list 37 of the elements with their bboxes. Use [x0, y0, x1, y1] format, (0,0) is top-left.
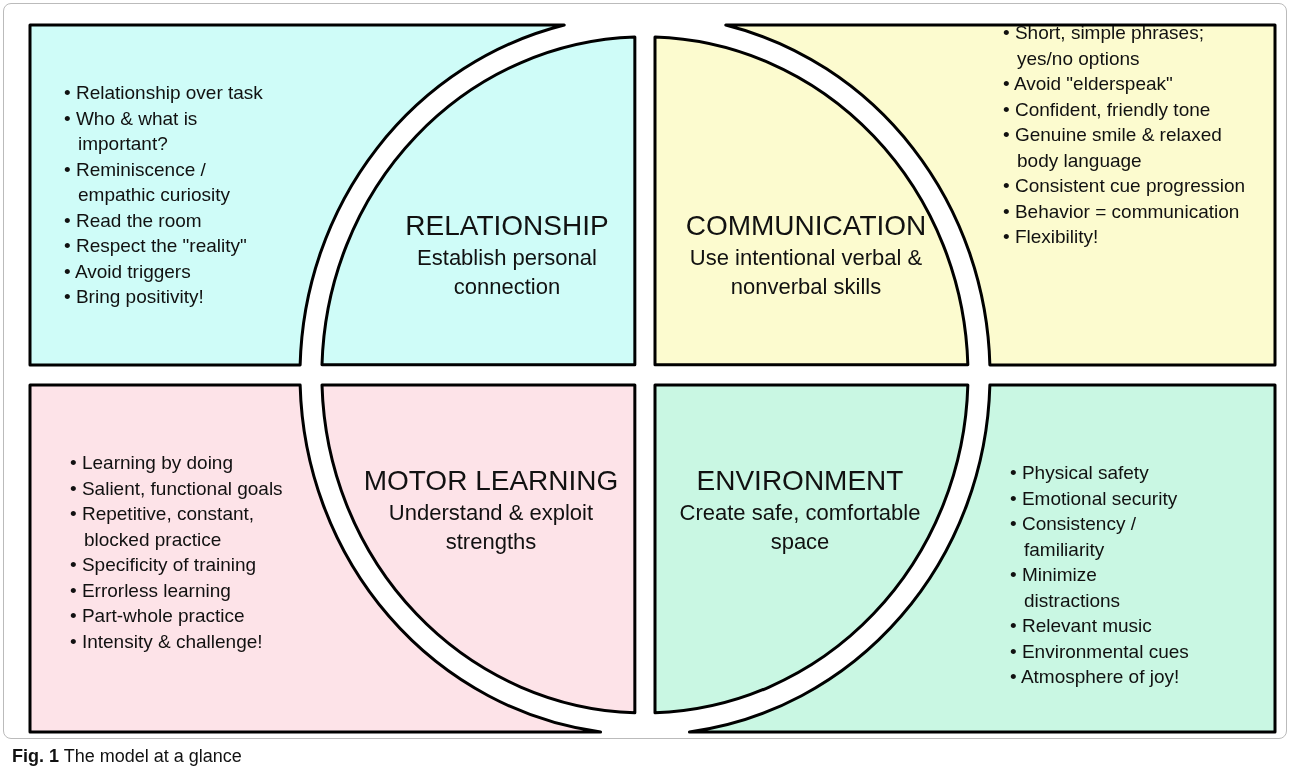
quadrant-subtitle: Use intentional verbal & nonverbal skills	[688, 244, 924, 301]
bullet-item: • Learning by doing	[70, 451, 234, 475]
bullet-item: • Physical safety	[1010, 461, 1150, 485]
quadrant-subtitle: Establish personal connection	[416, 244, 598, 301]
quadrant-subtitle: Create safe, comfortable space	[678, 499, 922, 556]
bullet-item: • Part-whole practice	[70, 604, 246, 628]
bullet-item: • Intensity & challenge!	[70, 629, 264, 654]
bullet-item: • Environmental cues	[1010, 639, 1190, 664]
quadrant-heading: RELATIONSHIP	[404, 209, 610, 243]
bullet-item: • Who & what is important?	[64, 106, 199, 156]
bullet-item: • Errorless learning	[70, 578, 232, 603]
bullet-item: • Minimize distractions	[1010, 563, 1122, 613]
bullet-item: • Relevant music	[1010, 614, 1153, 638]
bullet-item: • Repetitive, constant, blocked practice	[70, 502, 256, 552]
bullet-item: • Salient, functional goals	[70, 476, 284, 501]
figure-caption: Fig. 1 The model at a glance	[12, 746, 242, 767]
bullet-item: • Read the room	[64, 208, 203, 233]
bullet-item: • Avoid "elderspeak"	[1003, 72, 1174, 96]
bullet-item: • Avoid triggers	[64, 259, 192, 284]
quadrant-heading: COMMUNICATION	[684, 209, 928, 243]
bullet-item: • Behavior = communication	[1003, 199, 1241, 224]
bullet-item: • Relationship over task	[64, 81, 264, 105]
quadrant-heading: ENVIRONMENT	[695, 464, 905, 498]
bullet-item: • Reminiscence / empathic curiosity	[64, 157, 232, 207]
bullet-item: • Bring positivity!	[64, 285, 205, 309]
bullet-item: • Respect the "reality"	[64, 234, 248, 258]
bullet-item: • Flexibility!	[1003, 225, 1100, 249]
quadrant-subtitle: Understand & exploit strengths	[387, 499, 595, 556]
quadrant-heading: MOTOR LEARNING	[362, 464, 620, 498]
bullet-item: • Atmosphere of joy!	[1010, 665, 1181, 689]
bullet-item: • Specificity of training	[70, 553, 258, 577]
bullet-item: • Emotional security	[1010, 486, 1179, 511]
bullet-item: • Consistent cue progression	[1003, 174, 1247, 198]
bullet-item: • Confident, friendly tone	[1003, 97, 1212, 122]
bullet-item: • Short, simple phrases; yes/no options	[1003, 21, 1205, 71]
bullet-item: • Genuine smile & relaxed body language	[1003, 123, 1223, 173]
bullet-item: • Consistency / familiarity	[1010, 512, 1137, 562]
